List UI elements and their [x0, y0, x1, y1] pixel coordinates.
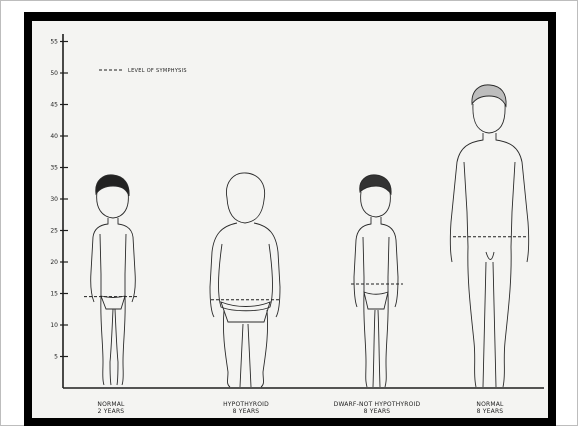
- y-tick-label: 5: [54, 354, 58, 361]
- caption-1-line1: NORMAL: [97, 401, 125, 408]
- y-tick-label: 30: [50, 196, 58, 203]
- caption-3-line1: DWARF-NOT HYPOTHYROID: [334, 401, 421, 408]
- caption-3-line2: 8 YEARS: [364, 408, 391, 415]
- y-tick-label: 15: [50, 291, 58, 298]
- y-tick-label: 45: [50, 102, 58, 109]
- y-tick-label: 20: [50, 259, 58, 266]
- caption-4-line1: NORMAL: [476, 401, 504, 408]
- caption-2-line1: HYPOTHYROID: [223, 401, 269, 408]
- legend-label: LEVEL OF SYMPHYSIS: [128, 68, 187, 74]
- slide-border: LEVEL OF SYMPHYSIS 5 10 15 20 25 30 35 40 45 50 55: [24, 12, 556, 426]
- y-tick-label: 10: [50, 322, 58, 329]
- caption-2-line2: 8 YEARS: [233, 408, 260, 415]
- y-tick-label: 35: [50, 165, 58, 172]
- y-tick-label: 55: [50, 39, 58, 46]
- caption-1-line2: 2 YEARS: [98, 408, 125, 415]
- y-tick-label: 50: [50, 70, 58, 77]
- caption-4-line2: 8 YEARS: [477, 408, 504, 415]
- paper-background: [32, 21, 548, 418]
- y-tick-label: 40: [50, 133, 58, 140]
- y-tick-label: 25: [50, 228, 58, 235]
- illustration: LEVEL OF SYMPHYSIS 5 10 15 20 25 30 35 40 45 50 55: [24, 12, 556, 426]
